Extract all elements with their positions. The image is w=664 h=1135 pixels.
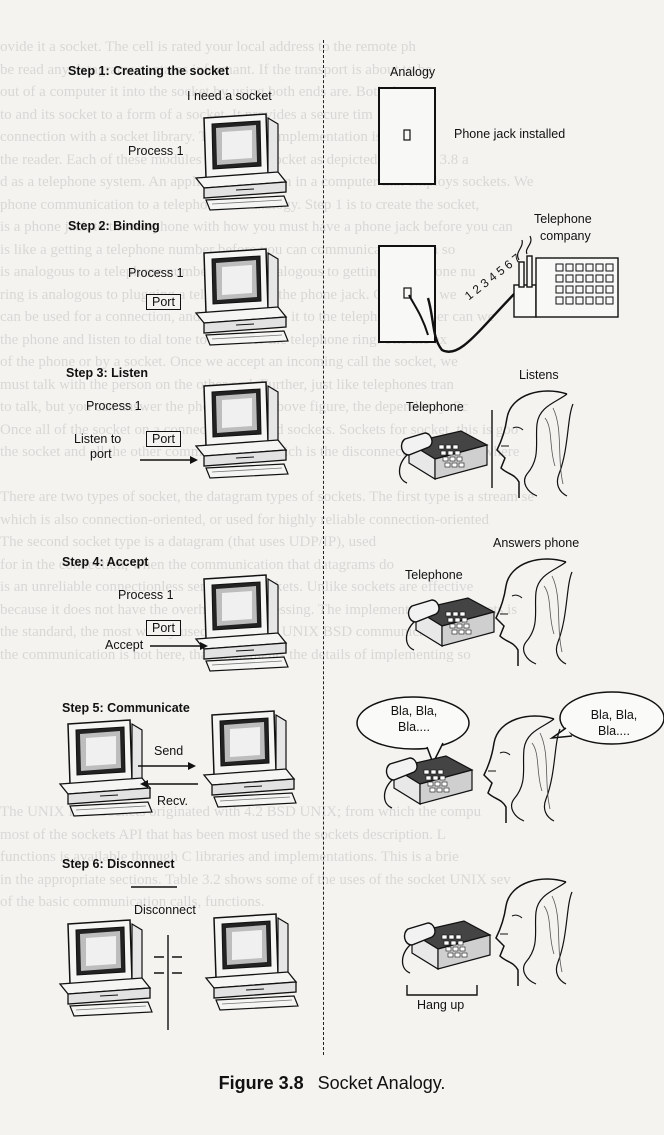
step-6-disconnect-label: Disconnect [134,903,196,917]
step-4-accept-label: Accept [105,638,144,652]
computer-icon [204,913,299,1011]
step-2-port-box: Port [146,294,181,310]
step-3-port-label: port [90,447,112,461]
step-3-title: Step 3: Listen [66,366,148,380]
hang-up-bracket [406,985,478,996]
listen-arrow-icon [140,456,198,464]
step-6-title: Step 6: Disconnect [62,857,175,871]
background-text-line: for in the connection, when the communic… [0,556,395,573]
speech-bubble-right [549,691,664,745]
step-1-title: Step 1: Creating the socket [68,64,230,78]
step-4-process-label: Process 1 [118,588,174,602]
bubble-left-text-1: Bla, Bla, [390,704,438,718]
woman-head-icon [496,390,574,498]
computer-icon [58,919,153,1017]
listens-label: Listens [519,368,559,382]
send-arrow-icon [138,762,196,770]
telephone-icon [405,597,496,651]
background-text-line: of the basic communication calls, functi… [0,894,265,910]
telephone-company-label-2: company [540,229,591,243]
woman-head-icon [495,558,573,666]
analogy-heading: Analogy [390,65,436,79]
background-text-line: ovide it a socket. The cell is rated you… [0,39,416,55]
accept-arrow-icon [150,642,208,650]
background-text-line: The second socket type is a datagram (th… [0,534,377,550]
background-text-line: d as a telephone system. An application … [0,174,534,190]
telephone-icon [401,920,492,974]
figure-title: Socket Analogy. [317,1073,446,1093]
background-text-line: out of a computer it into the socket by … [0,84,429,100]
bubble-right-text-1: Bla, Bla, [590,708,638,722]
background-text-line: is like a getting a telephone number bef… [0,241,456,258]
phone-jack-label: Phone jack installed [454,127,566,141]
telephone-icon [398,430,489,484]
background-text-line: functions is available through C librari… [0,849,459,865]
step-3-listen-label: Listen to [74,432,122,446]
computer-icon [194,113,289,211]
background-text-line: in the appropriate sections. Table 3.2 s… [0,871,511,888]
wall-plate-with-jack-icon [378,245,436,343]
computer-icon [194,248,289,346]
background-text-line: to and its socket to a form of a socket.… [0,106,373,123]
step-2-title: Step 2: Binding [68,219,160,233]
telephone-icon [383,755,474,809]
background-text-line: of the phone or by a socket. Once we acc… [0,354,458,370]
woman-head-icon [495,878,573,986]
step-4-title: Step 4: Accept [62,555,149,569]
wall-plate-icon [378,87,436,185]
step-5-send-label: Send [154,744,184,758]
recv-arrow-icon [140,780,198,788]
background-text-line: is a phone jack to the telephone with ho… [0,219,513,235]
telephone-company-label-1: Telephone [534,212,592,226]
bubble-right-text-2: Bla.... [598,724,630,738]
background-text-line: connection with a socket library. The so… [0,129,405,145]
step-4-port-box: Port [146,620,181,636]
step-1-process-label: Process 1 [128,144,184,158]
broken-connection-icon [154,935,182,1030]
figure-caption: Figure 3.8 Socket Analogy. [0,1073,664,1094]
background-text-line: There are two types of socket, the datag… [0,489,535,505]
phone-line-icon [426,287,521,353]
woman-head-icon [483,715,561,823]
background-text-line: the phone and listen to dial tone to lis… [0,331,448,348]
disconnect-top-line [131,886,177,888]
step-5-recv-label: Recv. [157,794,189,808]
step-3-port-box: Port [146,431,181,447]
telephone-company-building-icon [513,235,619,318]
step-2-process-label: Process 1 [128,266,184,280]
background-text-line: which is also connection-oriented, or us… [0,511,490,528]
telephone-label-2: Telephone [405,568,463,582]
computer-icon [194,381,289,479]
background-text-line: the reader. Each of these modules to its… [0,151,469,168]
computer-icon [58,719,153,817]
hang-up-label: Hang up [417,998,465,1012]
computer-icon [202,710,297,808]
telephone-label-1: Telephone [406,400,464,414]
step-3-process-label: Process 1 [86,399,142,413]
step-5-title: Step 5: Communicate [62,701,190,715]
background-text-line: most of the sockets API that has been mo… [0,826,446,843]
vertical-separator-line [491,410,493,488]
step-1-thought: I need a socket [187,89,272,103]
dashed-divider [323,40,324,1055]
answers-phone-label: Answers phone [493,536,580,550]
computer-icon [194,574,289,672]
figure-number: Figure 3.8 [218,1073,304,1093]
bubble-left-text-2: Bla.... [398,720,430,734]
